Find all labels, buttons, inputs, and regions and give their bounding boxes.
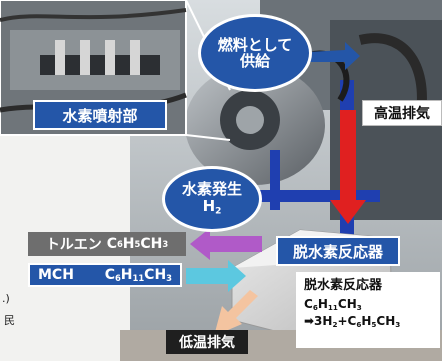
hydrogen-generation-line1: 水素発生 [181, 180, 242, 199]
fuel-supply-line1: 燃料として [217, 35, 293, 54]
left-text-fragment-1: .) [2, 292, 10, 305]
hydrogen-generation-formula: H2 [202, 196, 222, 216]
low-temp-exhaust-label: 低温排気 [166, 330, 248, 354]
fuel-supply-label: 燃料として 供給 [198, 14, 312, 92]
reaction-equation-box: 脱水素反応器 C6H11CH3 ➡3H2+C6H5CH3 [296, 272, 440, 348]
high-temp-exhaust-label: 高温排気 [362, 100, 442, 126]
dehydrogenation-reactor-label: 脱水素反応器 [276, 236, 400, 266]
injection-label: 水素噴射部 [33, 100, 167, 130]
fuel-supply-line2: 供給 [239, 52, 270, 70]
left-text-fragment-2: 民 [4, 314, 15, 327]
reaction-title: 脱水素反応器 [304, 278, 383, 293]
reaction-reactant: C6H11CH3 [304, 296, 362, 312]
hydrogen-generation-label: 水素発生 H2 [162, 166, 262, 232]
reaction-products: ➡3H2+C6H5CH3 [304, 314, 401, 330]
